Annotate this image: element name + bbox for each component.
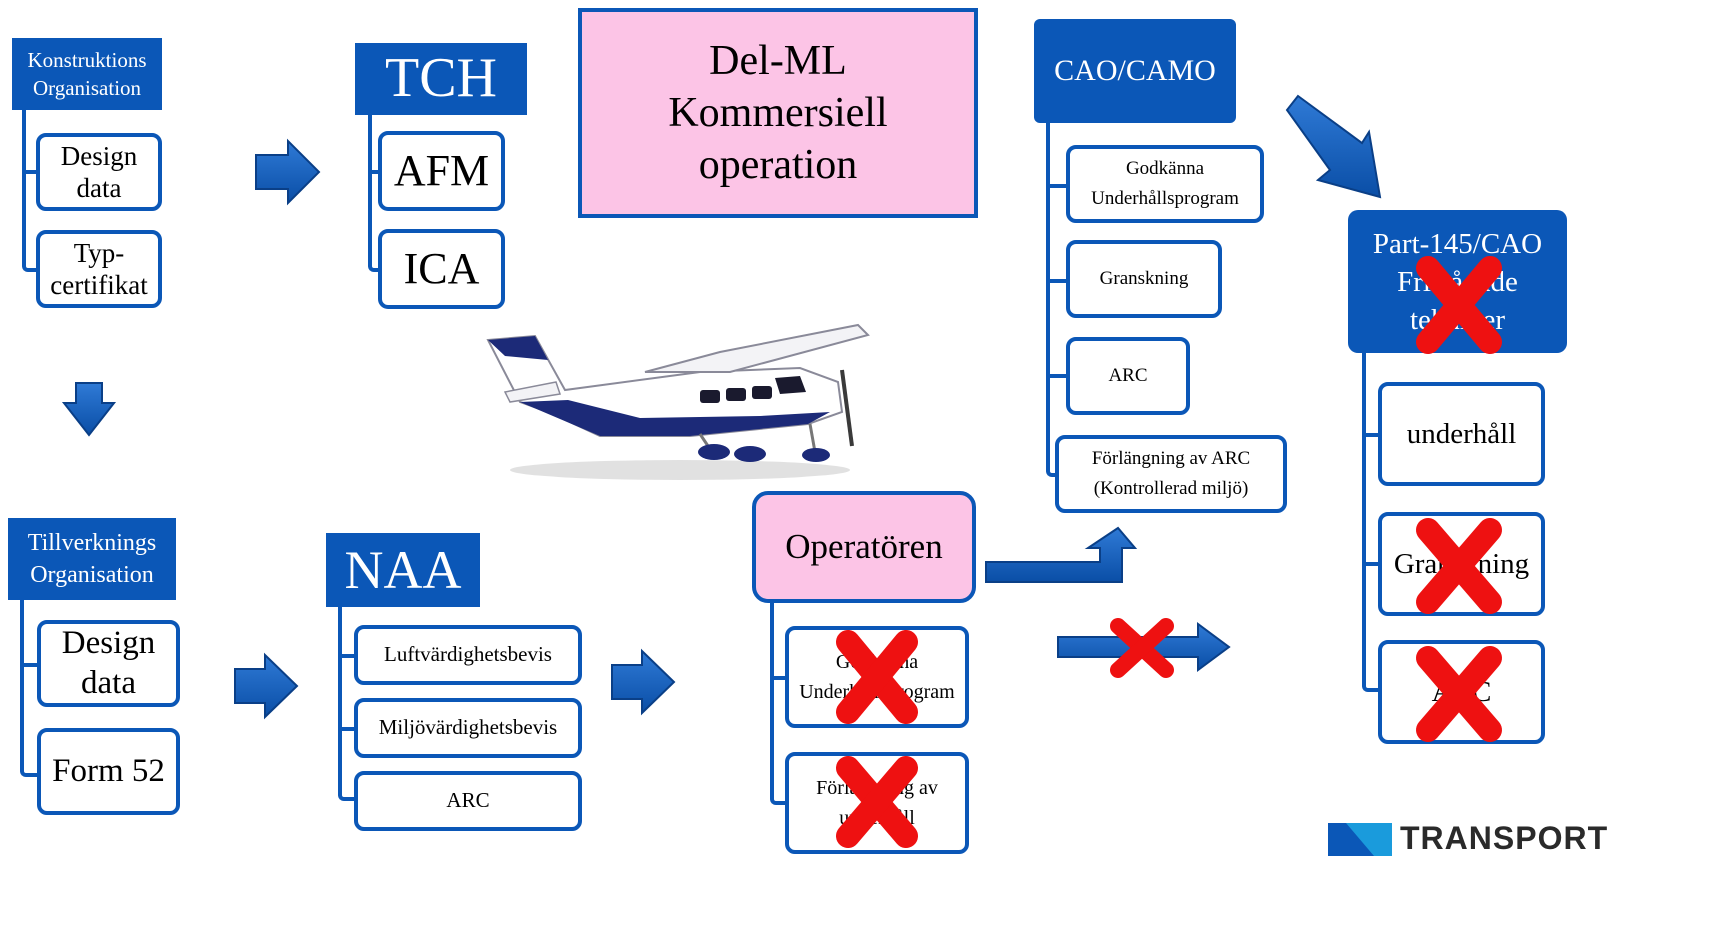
cao-item-line: (Kontrollerad miljö) [1093, 478, 1249, 499]
operator-header: Operatören [752, 491, 976, 603]
production-org-header-line-1: Tillverknings [27, 529, 157, 556]
production-org-item-design-data: Design data [37, 620, 180, 707]
naa-tick [338, 654, 358, 658]
cao-item-line: Godkänna [1125, 158, 1205, 179]
naa-tick [338, 727, 358, 731]
tch-tick [368, 170, 382, 174]
design-org-header-line-1: Konstruktions [27, 47, 147, 72]
title-line-3: operation [698, 142, 858, 188]
naa-item-noise-certificate: Miljövärdighetsbevis [354, 698, 582, 758]
diagonal-arrow-icon [1285, 94, 1382, 199]
transport-logo-icon [1328, 823, 1392, 856]
title-line-2: Kommersiell [668, 90, 888, 136]
production-org-connector [20, 597, 40, 777]
cao-item-line: ARC [1108, 364, 1148, 386]
cao-item-review: Granskning [1066, 240, 1222, 318]
design-org-header: Konstruktions Organisation [12, 38, 162, 110]
cross-icon [836, 756, 918, 848]
naa-item-arc: ARC [354, 771, 582, 831]
title-box: Del-ML Kommersiell operation [578, 8, 978, 218]
design-org-item-line: data [76, 173, 122, 203]
part145-tick [1362, 433, 1380, 437]
part145-connector [1362, 352, 1380, 692]
operator-connector [770, 600, 790, 805]
operator-tick [770, 676, 790, 680]
tch-item-ica: ICA [378, 229, 505, 309]
title-line-1: Del-ML [709, 38, 847, 84]
tch-connector [368, 112, 382, 272]
naa-header: NAA [326, 533, 480, 607]
cao-tick [1046, 279, 1066, 283]
cao-camo-header: CAO/CAMO [1034, 19, 1236, 123]
cao-item-line: Underhållsprogram [1091, 188, 1239, 209]
cao-item-approve-program: Godkänna Underhållsprogram [1066, 145, 1264, 223]
design-org-connector [22, 108, 38, 272]
cao-item-arc: ARC [1066, 337, 1190, 415]
cross-icon [1416, 256, 1502, 354]
production-org-header-line-2: Organisation [30, 562, 154, 588]
elbow-arrow-icon [985, 526, 1138, 583]
tch-item-afm: AFM [378, 131, 505, 211]
transport-logo-text: TRANSPORT [1400, 820, 1609, 856]
production-org-header: Tillverknings Organisation [8, 518, 176, 600]
design-org-item-design-data: Design data [36, 133, 162, 211]
production-org-tick [20, 663, 40, 667]
part145-tick [1362, 562, 1380, 566]
cross-icon [1416, 518, 1502, 614]
right-arrow-icon [611, 648, 676, 716]
design-org-item-type-certificate: Typ- certifikat [36, 230, 162, 308]
production-org-item-line: data [81, 664, 136, 701]
naa-item-airworthiness-certificate: Luftvärdighetsbevis [354, 625, 582, 685]
cao-item-line: Förlängning av ARC [1091, 448, 1251, 469]
cao-item-line: Granskning [1099, 267, 1189, 289]
naa-connector [338, 605, 358, 801]
down-arrow-icon [61, 382, 117, 437]
design-org-header-line-2: Organisation [32, 76, 142, 100]
design-org-item-line: Typ- [73, 237, 125, 268]
production-org-item-line: Design [61, 624, 156, 661]
cross-icon [1416, 646, 1502, 742]
cao-item-arc-extension: Förlängning av ARC (Kontrollerad miljö) [1055, 435, 1287, 513]
production-org-item-form52: Form 52 [37, 728, 180, 815]
design-org-tick [22, 170, 38, 174]
blocked-arrow-icon [1057, 622, 1231, 672]
aircraft-image [486, 323, 870, 480]
part145-item-maintenance: underhåll [1378, 382, 1545, 486]
design-org-item-line: Design [60, 140, 138, 171]
design-org-item-line: certifikat [50, 270, 148, 300]
part145-header-line-1: Part-145/CAO [1372, 227, 1543, 260]
right-arrow-icon [234, 652, 299, 720]
production-org-item-line: Form 52 [52, 752, 165, 789]
right-arrow-icon [255, 138, 321, 206]
tch-header: TCH [355, 43, 527, 115]
cao-tick [1046, 374, 1066, 378]
cross-icon [836, 630, 918, 724]
cao-tick [1046, 184, 1066, 188]
